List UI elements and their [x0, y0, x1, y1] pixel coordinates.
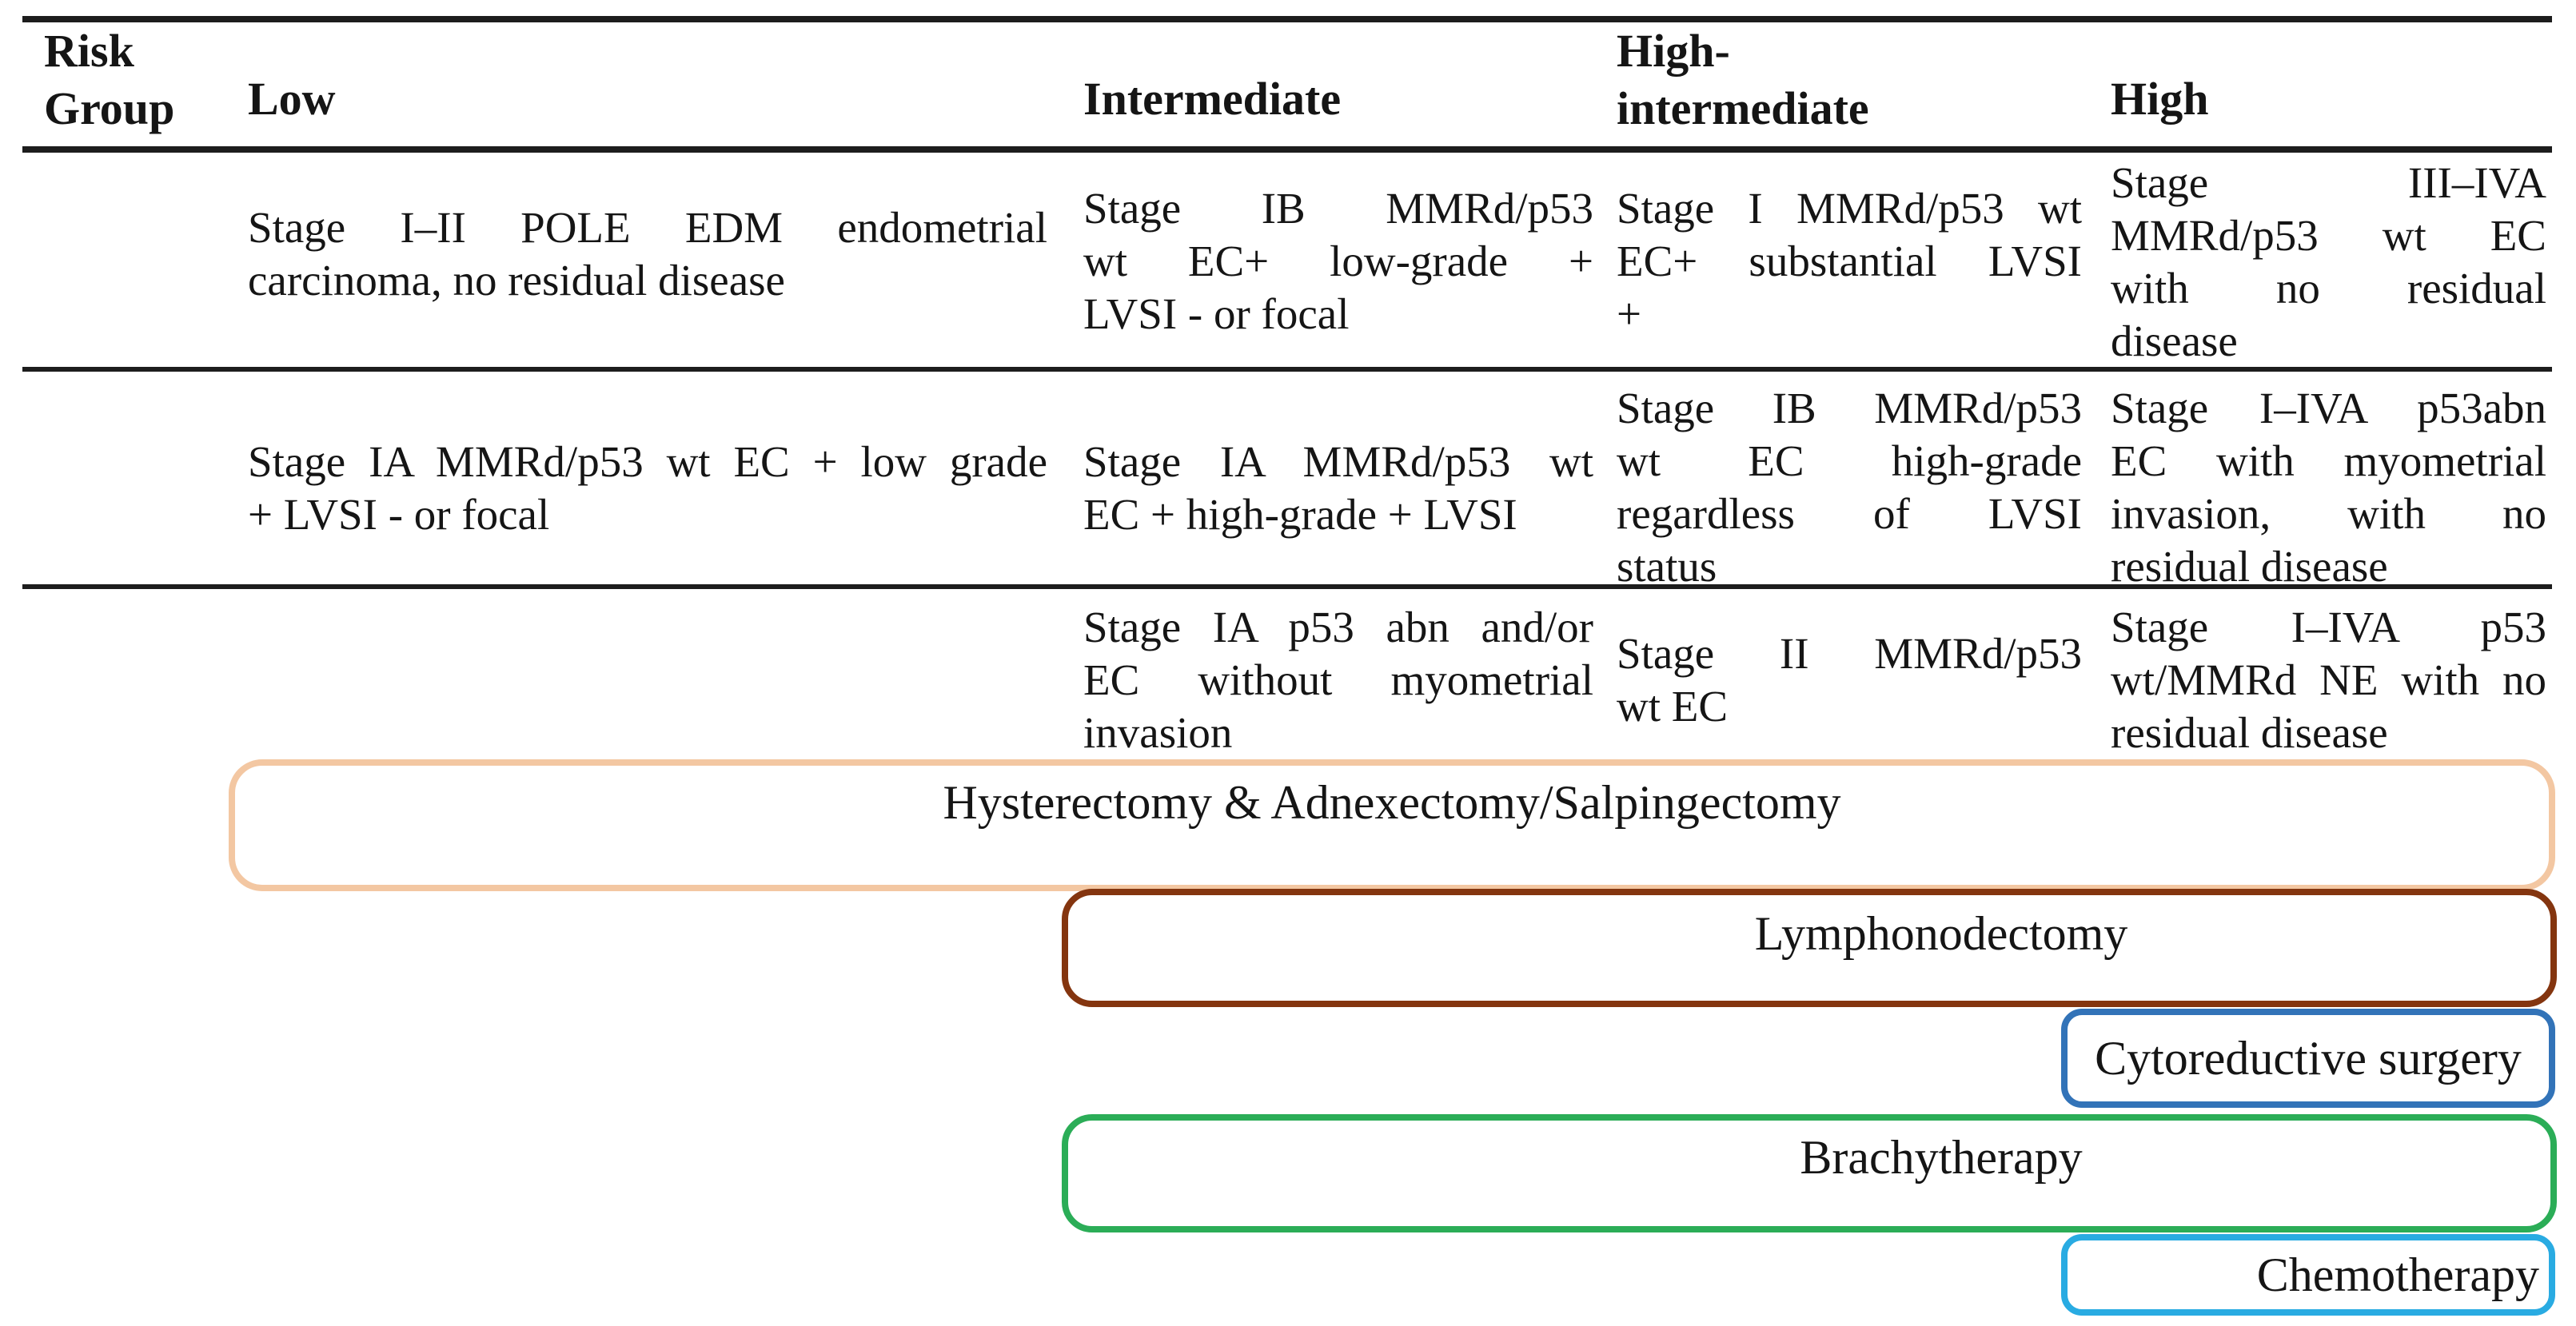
header-high: High: [2111, 73, 2209, 125]
cell-line: EC+ substantial LVSI: [1617, 237, 2082, 285]
cell-line: with no residual: [2111, 264, 2546, 313]
header-low: Low: [248, 73, 336, 125]
cell-line: EC + high-grade + LVSI: [1083, 490, 1517, 539]
cell-line: invasion: [1083, 708, 1233, 757]
cell-line: Stage I–II POLE EDM endometrial: [248, 203, 1047, 252]
cell-line: Stage II MMRd/p53: [1617, 629, 2082, 678]
cell-line: residual disease: [2111, 542, 2388, 591]
cell-line: regardless of LVSI: [1617, 489, 2082, 538]
cell-line: Stage I–IVA p53abn: [2111, 384, 2546, 432]
cell-line: Stage I MMRd/p53 wt: [1617, 184, 2082, 233]
cell-line: Stage IA p53 abn and/or: [1083, 603, 1593, 651]
treatment-box-cytoreductive-surgery: Cytoreductive surgery: [2061, 1009, 2555, 1108]
table-rule-top: [22, 16, 2552, 22]
cell-line: EC with myometrial: [2111, 436, 2546, 485]
cell-line: wt/MMRd NE with no: [2111, 655, 2546, 704]
table-rule-row1: [22, 367, 2552, 372]
cell-line: Stage IB MMRd/p53: [1617, 384, 2082, 432]
cell-line: disease: [2111, 317, 2238, 365]
treatment-label: Hysterectomy & Adnexectomy/Salpingectomy: [943, 776, 1841, 829]
treatment-box-hysterectomy: Hysterectomy & Adnexectomy/Salpingectomy: [229, 759, 2555, 891]
header-high-intermediate: High-intermediate: [1617, 25, 1869, 134]
cell-row2-low: Stage IA MMRd/p53 wt EC + low grade+ LVS…: [248, 436, 1047, 541]
cell-line: EC without myometrial: [1083, 655, 1593, 704]
treatment-box-chemotherapy: Chemotherapy: [2061, 1234, 2555, 1316]
table-rule-row2: [22, 584, 2552, 589]
treatment-box-brachytherapy: Brachytherapy: [1062, 1114, 2557, 1232]
cell-line: Stage I–IVA p53: [2111, 603, 2546, 651]
cell-line: Stage IB MMRd/p53: [1083, 184, 1593, 233]
treatment-label: Brachytherapy: [1800, 1131, 2083, 1184]
cell-line: carcinoma, no residual disease: [248, 256, 785, 305]
cell-line: wt EC: [1617, 682, 1729, 731]
cell-line: invasion, with no: [2111, 489, 2546, 538]
cell-line: +: [1617, 289, 1642, 338]
cell-line: Stage IA MMRd/p53 wt: [1083, 437, 1593, 486]
header-intermediate: Intermediate: [1083, 73, 1342, 125]
cell-line: + LVSI - or focal: [248, 490, 550, 539]
cell-line: wt EC+ low-grade +: [1083, 237, 1593, 285]
table-rule-under-header: [22, 146, 2552, 153]
treatment-label: Cytoreductive surgery: [2095, 1032, 2522, 1085]
cell-line: Stage III–IVA: [2111, 158, 2546, 207]
treatment-label: Lymphonodectomy: [1754, 907, 2128, 960]
cell-line: wt EC high-grade: [1617, 436, 2082, 485]
cell-line: LVSI - or focal: [1083, 289, 1350, 338]
treatment-label: Chemotherapy: [2256, 1248, 2539, 1301]
cell-line: MMRd/p53 wt EC: [2111, 211, 2546, 260]
treatment-box-lymphonodectomy: Lymphonodectomy: [1062, 889, 2557, 1007]
header-risk-group: Risk Group: [44, 25, 175, 134]
cell-line: Stage IA MMRd/p53 wt EC + low grade: [248, 437, 1047, 486]
cell-line: residual disease: [2111, 708, 2388, 757]
cell-line: status: [1617, 542, 1717, 591]
